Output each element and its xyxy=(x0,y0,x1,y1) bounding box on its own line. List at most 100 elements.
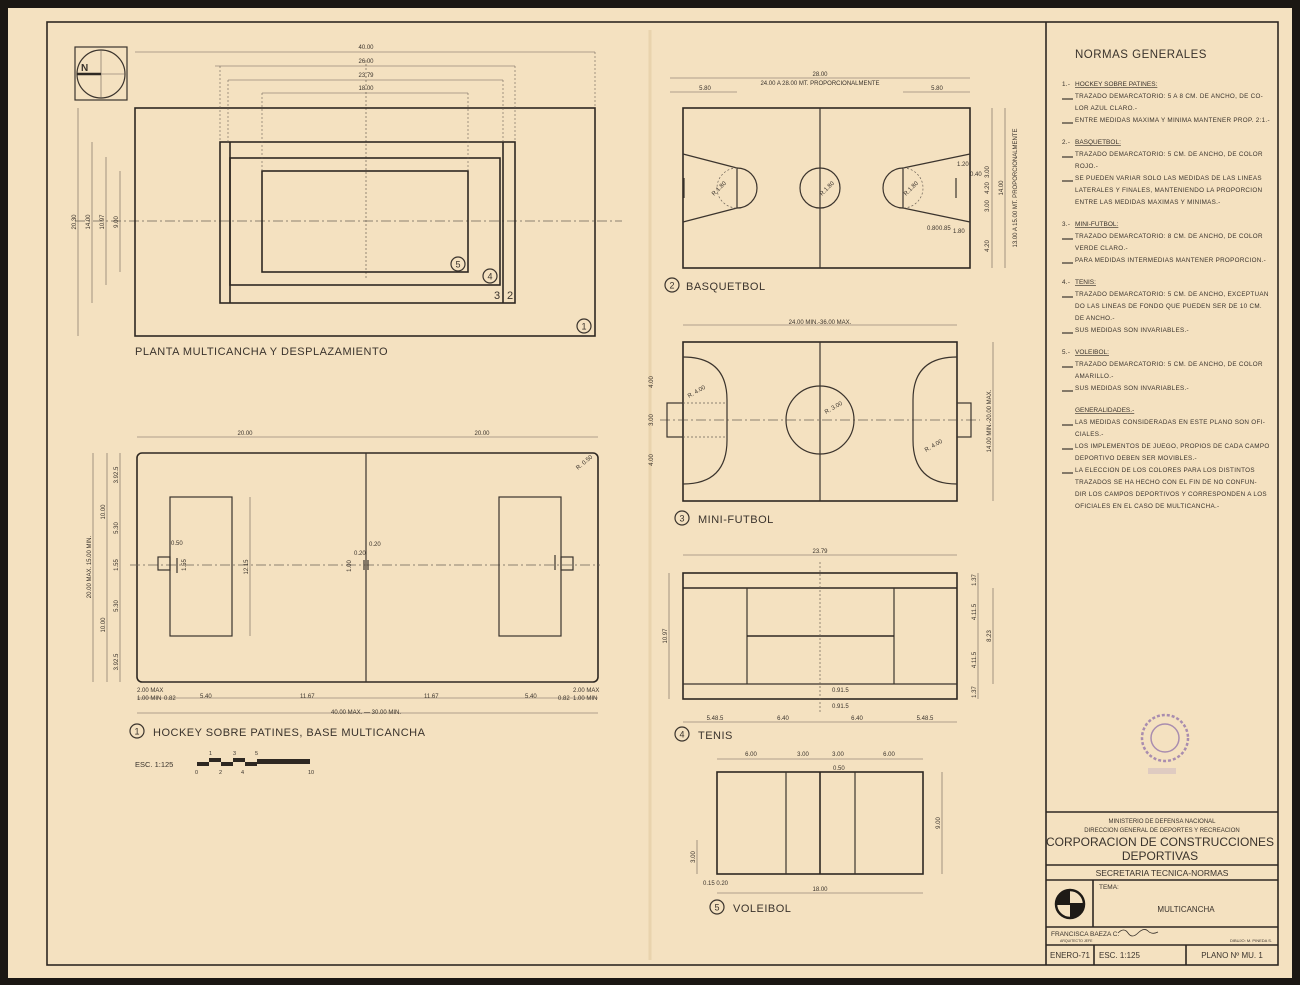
note-number: 1.- xyxy=(1062,81,1070,88)
dim-label: 3.00 xyxy=(832,752,844,758)
dim-label: 0.82 xyxy=(164,696,176,702)
plan-title: PLANTA MULTICANCHA Y DESPLAZAMIENTO xyxy=(135,346,388,358)
note-number: 5.- xyxy=(1062,349,1070,356)
court-marker: 3 xyxy=(494,290,500,302)
note-line: TRAZADO DEMARCATORIO: 5 A 8 CM. DE ANCHO… xyxy=(1075,93,1263,100)
scale-value: ESC. 1:125 xyxy=(1099,951,1140,960)
note-line: CIALES.- xyxy=(1075,431,1104,438)
scale-tick: 1 xyxy=(209,751,212,757)
dim-label: 20.00 xyxy=(237,431,253,437)
notes-list: 1.-HOCKEY SOBRE PATINES:TRAZADO DEMARCAT… xyxy=(1062,81,1270,510)
scale-label: ESC. 1:125 xyxy=(135,760,173,769)
tema-value: MULTICANCHA xyxy=(1157,905,1215,914)
note-line: TRAZADOS SE HA HECHO CON EL FIN DE NO CO… xyxy=(1075,479,1257,486)
dim-label: 18.00 xyxy=(812,887,828,893)
title-block: MINISTERIO DE DEFENSA NACIONAL DIRECCION… xyxy=(1046,811,1278,965)
dim-label: 0.20 xyxy=(369,542,381,548)
dim-label: 3.92.5 xyxy=(114,466,120,483)
signature-icon xyxy=(1117,929,1159,937)
dim-label: 14.00 MIN.-20.00 MAX. xyxy=(987,389,993,452)
note-line: DE ANCHO.- xyxy=(1075,315,1115,322)
dim-label: 1.00 MIN xyxy=(573,696,597,702)
note-number: 2.- xyxy=(1062,139,1070,146)
north-label: N xyxy=(81,63,88,74)
dim-label: 1.37 xyxy=(972,574,978,586)
dim-label: 2.00 MAX xyxy=(137,688,163,694)
scale-tick: 10 xyxy=(308,770,314,776)
note-heading: GENERALIDADES.- xyxy=(1075,407,1134,414)
court-number: 4 xyxy=(679,730,684,740)
dim-label: 20.30 xyxy=(72,214,78,230)
minifutbol-title: MINI-FUTBOL xyxy=(698,514,774,526)
dim-label: 40.00 MAX. — 30.00 MIN. xyxy=(331,710,401,716)
dim-label: 0.40 xyxy=(970,172,982,178)
dim-label: 11.67 xyxy=(300,694,315,700)
dim-label: 9.00 xyxy=(936,817,942,829)
note-line: LOS IMPLEMENTOS DE JUEGO, PROPIOS DE CAD… xyxy=(1075,443,1270,450)
note-line: ROJO.- xyxy=(1075,163,1098,170)
dim-label: 20.00 MAX. 15.00 MIN. xyxy=(87,535,93,598)
dim-label: 2.00 MAX xyxy=(573,688,599,694)
dim-label: 5.48.5 xyxy=(917,716,934,722)
hockey-court: 20.00 20.00 R. 0.50 20.00 MAX. 15.00 MIN… xyxy=(87,431,600,776)
dim-label: 23.79 xyxy=(358,73,374,79)
dim-label: 10.00 xyxy=(101,617,107,633)
notes-title: NORMAS GENERALES xyxy=(1075,49,1207,61)
court-number: 1 xyxy=(134,727,139,737)
note-heading: BASQUETBOL: xyxy=(1075,139,1121,146)
court-number: 3 xyxy=(679,514,684,524)
dim-label: 3.00 xyxy=(985,166,991,178)
note-line: OFICIALES EN EL CASO DE MULTICANCHA.- xyxy=(1075,503,1219,510)
court-marker: 1 xyxy=(581,322,586,332)
dim-label: 1.20 xyxy=(957,162,969,168)
dim-label: 3.92.5 xyxy=(114,653,120,670)
tennis-court: 23.79 10.97 1.37 4.11.5 4.11.5 1.37 8.23… xyxy=(663,549,994,742)
dim-label: 4.20 xyxy=(985,240,991,252)
dim-label: 14.00 xyxy=(999,180,1005,196)
dim-label: 4.11.5 xyxy=(972,603,978,620)
dim-label: 1.55 xyxy=(182,559,188,571)
architect-role: ARQUITECTO JEFE xyxy=(1060,939,1093,943)
basketball-title: BASQUETBOL xyxy=(686,281,766,293)
organization-name: DEPORTIVAS xyxy=(1122,849,1198,863)
dim-label: 0.50 xyxy=(171,541,183,547)
architect-name: FRANCISCA BAEZA C. xyxy=(1051,931,1119,938)
dim-label: 10.97 xyxy=(100,214,106,230)
dim-label: 5.80 xyxy=(699,86,711,92)
dim-label: 5.30 xyxy=(114,600,120,612)
scale-bar xyxy=(197,758,310,766)
dim-label: 3.00 xyxy=(691,851,697,863)
dim-label: 0.82 xyxy=(558,696,570,702)
dim-label: 14.00 xyxy=(86,214,92,230)
note-line: LAS MEDIDAS CONSIDERADAS EN ESTE PLANO S… xyxy=(1075,419,1265,426)
note-line: LA ELECCION DE LOS COLORES PARA LOS DIST… xyxy=(1075,467,1255,474)
note-line: DO LAS LINEAS DE FONDO QUE PUEDEN SER DE… xyxy=(1075,303,1262,310)
note-line: LATERALES Y FINALES, MANTENIENDO LA PROP… xyxy=(1075,187,1263,194)
dim-label: 5.48.5 xyxy=(707,716,724,722)
tema-label: TEMA: xyxy=(1099,884,1119,891)
dim-label: 0.20 xyxy=(354,551,366,557)
dim-label: 4.00 xyxy=(649,376,655,388)
scale-tick: 5 xyxy=(255,751,258,757)
note-line: TRAZADO DEMARCATORIO: 8 CM. DE ANCHO, DE… xyxy=(1075,233,1263,240)
dim-label: 24.00 MIN.-36.00 MAX. xyxy=(789,320,852,326)
court-2-outline xyxy=(219,141,516,304)
note-line: TRAZADO DEMARCATORIO: 5 CM. DE ANCHO, DE… xyxy=(1075,361,1263,368)
dim-label: 10.00 xyxy=(101,504,107,520)
dim-label: 18.00 xyxy=(358,86,374,92)
volleyball-title: VOLEIBOL xyxy=(733,903,791,915)
scale-tick: 4 xyxy=(241,770,244,776)
note-line: TRAZADO DEMARCATORIO: 5 CM. DE ANCHO, EX… xyxy=(1075,291,1269,298)
tennis-title: TENIS xyxy=(698,730,733,742)
note-line: SUS MEDIDAS SON INVARIABLES.- xyxy=(1075,385,1189,392)
dim-label: 0.50 xyxy=(833,766,845,772)
plan-number: PLANO Nº MU. 1 xyxy=(1201,951,1263,960)
stamp-icon xyxy=(1140,713,1190,774)
dim-label: 10.97 xyxy=(663,628,669,644)
dim-label: 0.91.5 xyxy=(832,704,849,710)
dim-label: 40.00 xyxy=(358,45,374,51)
note-line: TRAZADO DEMARCATORIO: 5 CM. DE ANCHO, DE… xyxy=(1075,151,1263,158)
note-line: AMARILLO.- xyxy=(1075,373,1114,380)
note-line: SUS MEDIDAS SON INVARIABLES.- xyxy=(1075,327,1189,334)
